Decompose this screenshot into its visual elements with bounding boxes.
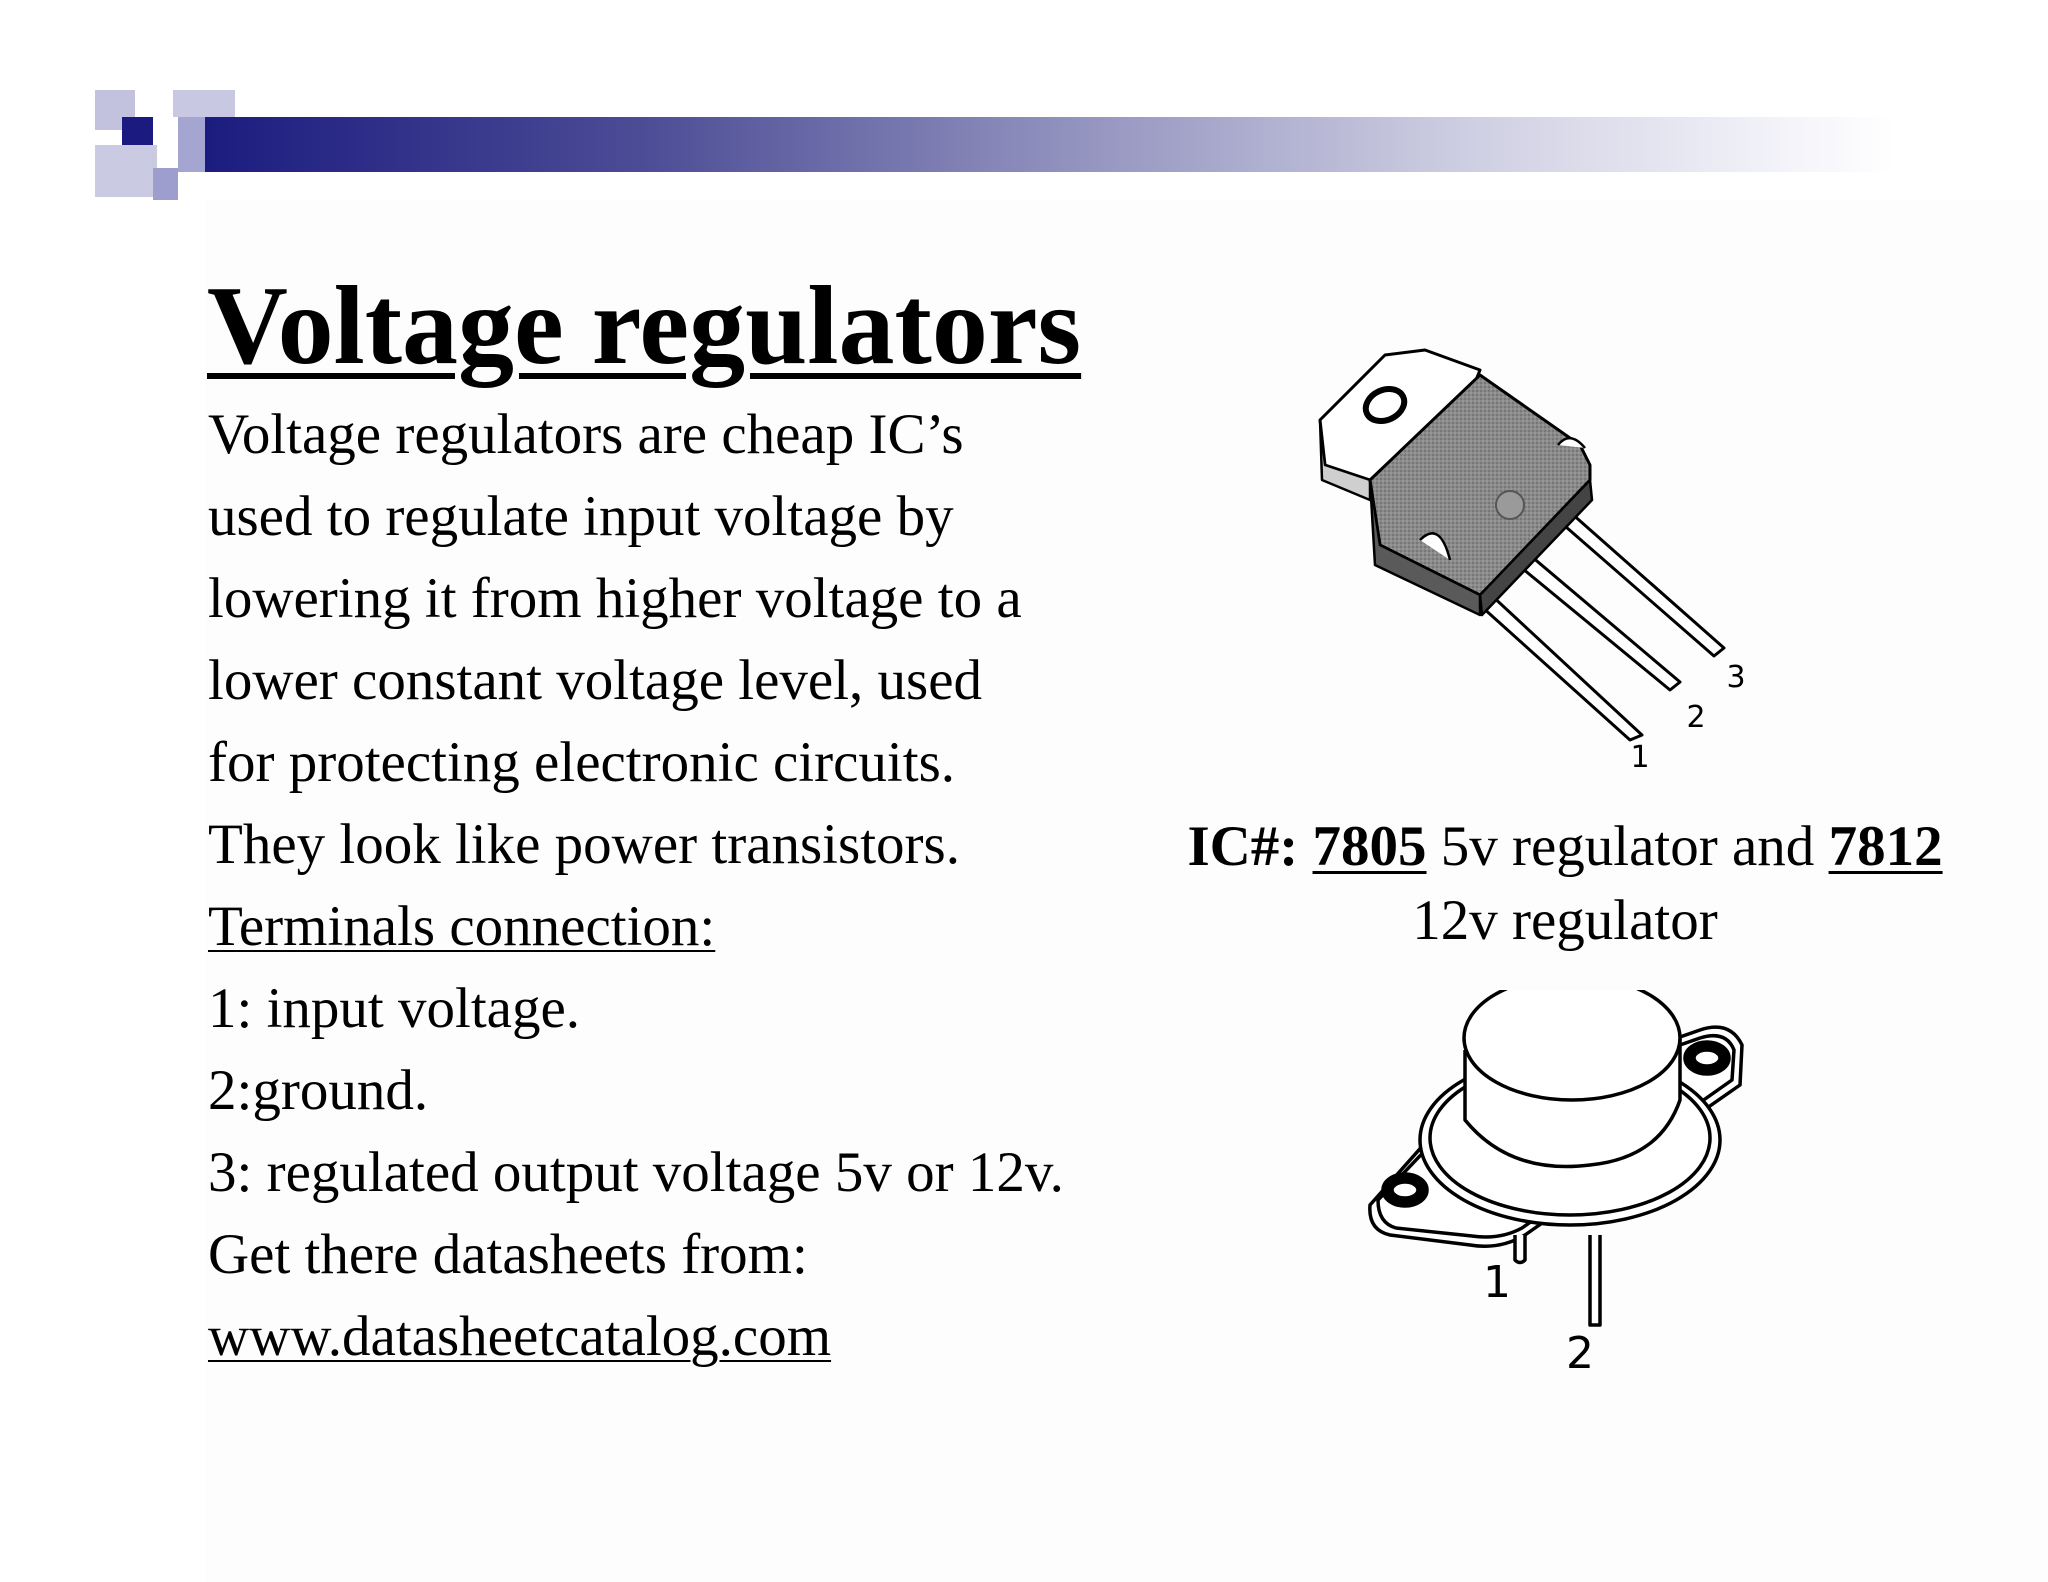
- decor-square-light-5: [178, 117, 206, 172]
- body-line: Voltage regulators are cheap IC’s: [208, 403, 964, 466]
- body-line: for protecting electronic circuits.: [208, 731, 956, 794]
- ic-caption: IC#: 7805 5v regulator and 7812 12v regu…: [1085, 810, 2045, 958]
- body-text: Voltage regulators are cheap IC’s used t…: [208, 394, 1168, 1378]
- to220-pin-label: 1: [1630, 740, 1649, 775]
- slide-background: [205, 200, 2048, 1582]
- terminal-item: 1: input voltage.: [208, 977, 581, 1040]
- ic-part-7812: 7812: [1828, 815, 1943, 878]
- ic-prefix: IC#:: [1187, 815, 1299, 878]
- to220-pin-label: 3: [1726, 660, 1745, 695]
- body-line: used to regulate input voltage by: [208, 485, 954, 548]
- decor-square-light-3: [95, 145, 157, 197]
- decor-square-light-4: [153, 168, 178, 200]
- to3-regulator-icon: 1 2: [1368, 990, 1744, 1379]
- decor-square-light-2: [173, 90, 235, 117]
- datasheet-text: Get there datasheets from:: [208, 1223, 808, 1286]
- terminal-item: 3: regulated output voltage 5v or 12v.: [208, 1141, 1064, 1204]
- ic-caption-line: IC#: 7805 5v regulator and 7812: [1085, 810, 2045, 884]
- ic-middle-text: 5v regulator and: [1440, 815, 1815, 878]
- slide-title: Voltage regulators: [207, 264, 1082, 388]
- terminal-item: 2:ground.: [208, 1059, 429, 1122]
- to3-pin-label: 1: [1483, 1257, 1511, 1308]
- ic-part-7805: 7805: [1312, 815, 1427, 878]
- to220-regulator-icon: 1 2 3: [1318, 348, 1746, 775]
- header-gradient-bar: [205, 117, 1895, 172]
- terminals-heading: Terminals connection:: [208, 895, 716, 958]
- body-line: lowering it from higher voltage to a: [208, 567, 1022, 630]
- body-line: lower constant voltage level, used: [208, 649, 983, 712]
- to220-pin-label: 2: [1686, 700, 1705, 735]
- datasheet-link[interactable]: www.datasheetcatalog.com: [208, 1305, 832, 1368]
- ic-caption-line2: 12v regulator: [1412, 889, 1718, 952]
- decor-square-dark: [122, 117, 153, 145]
- body-line: They look like power transistors.: [208, 813, 960, 876]
- to3-pin-label: 2: [1566, 1328, 1594, 1379]
